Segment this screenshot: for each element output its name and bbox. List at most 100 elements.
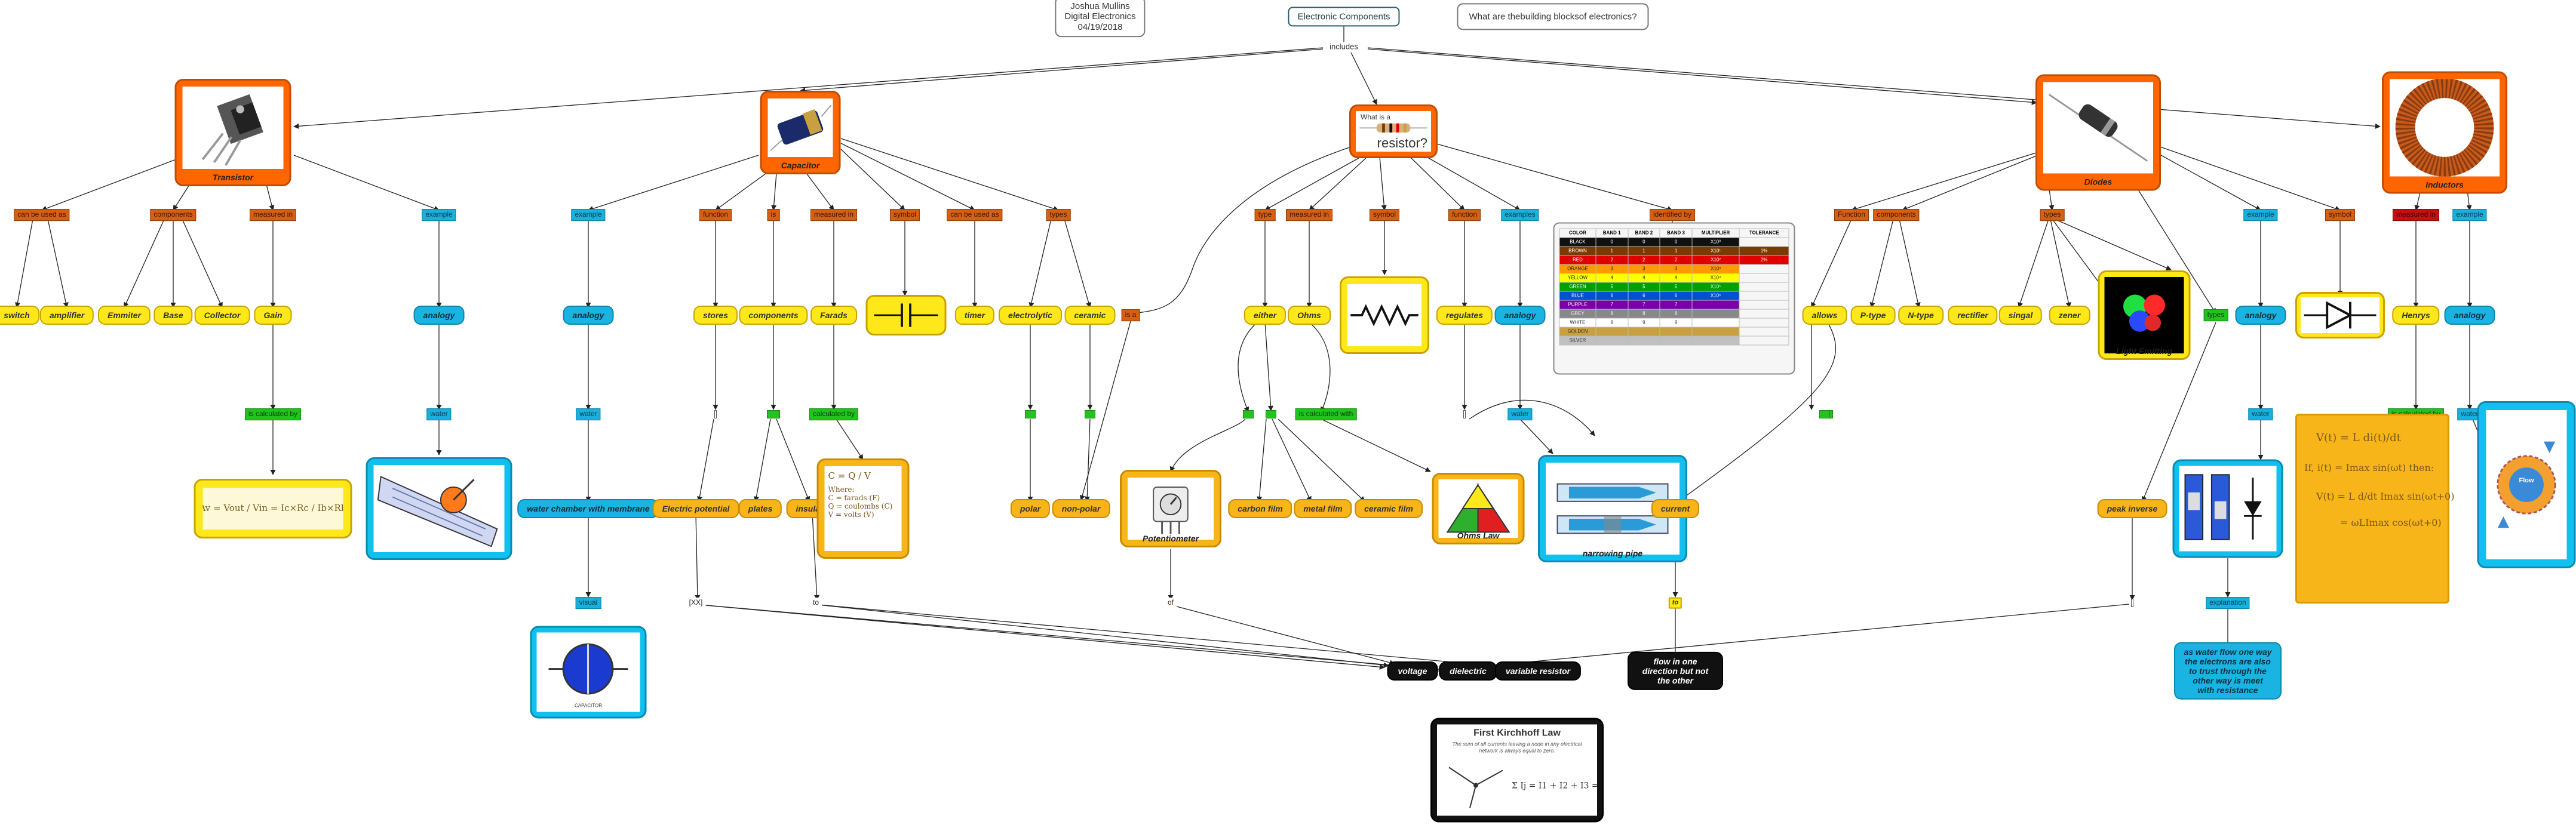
node-ceramic-film[interactable]: ceramic film (1355, 498, 1423, 519)
color-code-cell (1739, 291, 1789, 301)
node-collector[interactable]: Collector (194, 305, 250, 325)
link-cap-visual: visual (575, 597, 601, 609)
color-code-cell: X10² (1691, 255, 1740, 265)
link-is-calculated-with: is calculated with (1295, 408, 1357, 420)
ohms-law-card[interactable]: Ohms Law (1432, 473, 1525, 544)
node-rectifier[interactable]: rectifier (1948, 305, 1998, 325)
node-polar[interactable]: polar (1010, 498, 1051, 519)
link-inductor-water: water (2457, 408, 2482, 420)
node-allows[interactable]: allows (1802, 305, 1847, 325)
node-emmiter[interactable]: Emmiter (97, 305, 151, 325)
color-code-cell: 1 (1628, 246, 1660, 256)
node-zener[interactable]: zener (2049, 305, 2090, 325)
color-code-cell (1739, 273, 1789, 283)
node-farads[interactable]: Farads (810, 305, 857, 325)
node-transistor-analogy[interactable]: analogy (413, 305, 465, 325)
led-title: Light Emitting (2116, 346, 2173, 356)
color-code-cell: 9 (1628, 318, 1660, 328)
node-plates[interactable]: plates (738, 498, 782, 519)
node-cap-components[interactable]: components (739, 305, 808, 325)
node-ptype[interactable]: P-type (1850, 305, 1896, 325)
node-stores[interactable]: stores (693, 305, 738, 325)
node-ceramic[interactable]: ceramic (1064, 305, 1116, 325)
link-cap-function: function (699, 209, 732, 221)
node-gain[interactable]: Gain (254, 305, 292, 325)
node-peak-inverse[interactable]: peak inverse (2097, 498, 2167, 519)
node-inductor-analogy[interactable]: analogy (2444, 305, 2495, 325)
node-electrolytic[interactable]: electrolytic (999, 305, 1062, 325)
node-either[interactable]: either (1244, 305, 1287, 325)
node-variable-resistor[interactable]: variable resistor (1494, 661, 1582, 681)
node-henrys[interactable]: Henrys (2392, 305, 2440, 325)
node-non-polar[interactable]: non-polar (1052, 498, 1110, 519)
potentiometer-title: Potentiometer (1142, 533, 1199, 543)
link-either-a (1243, 410, 1254, 418)
led-icon (2123, 294, 2165, 332)
color-code-cell: 5 (1628, 282, 1660, 292)
node-voltage[interactable]: voltage (1387, 661, 1438, 681)
link-resistor-water: water (1507, 408, 1533, 420)
color-code-header-cell: COLOR (1559, 228, 1596, 238)
node-switch[interactable]: switch (0, 305, 39, 325)
node-resistor-analogy[interactable]: analogy (1494, 305, 1546, 325)
color-code-cell: 0 (1628, 237, 1660, 247)
node-diode-explanation[interactable]: as water flow one way the electrons are … (2174, 642, 2282, 700)
resistor-card[interactable]: What is a resistor? (1349, 104, 1438, 158)
link-resistor-function: function (1448, 209, 1481, 221)
link-diode-light: types (2203, 309, 2228, 321)
root-node[interactable]: Electronic Components (1288, 7, 1400, 27)
node-singal[interactable]: singal (1998, 305, 2043, 325)
node-dielectric[interactable]: dielectric (1439, 661, 1497, 681)
inductors-card[interactable]: Inductors (2382, 71, 2507, 194)
node-carbon-film[interactable]: carbon film (1228, 498, 1292, 519)
color-code-cell: X10⁴ (1691, 273, 1740, 283)
node-metal-film[interactable]: metal film (1294, 498, 1352, 519)
link-resistor-examples: examples (1501, 209, 1539, 221)
node-current[interactable]: current (1651, 498, 1700, 519)
node-amplifier[interactable]: amplifier (39, 305, 94, 325)
link-can-be-used-as: can be used as (14, 209, 70, 221)
node-timer[interactable]: timer (954, 305, 995, 325)
capacitor-diagram-icon (548, 643, 628, 695)
color-code-cell (1739, 282, 1789, 292)
node-ntype[interactable]: N-type (1898, 305, 1943, 325)
color-code-cell: 6 (1595, 291, 1629, 301)
inductor-formula-line3: V(t) = L d/dt Imax sin(ωt+0) (2316, 491, 2455, 503)
link-resistor-symbol: symbol (1369, 209, 1400, 221)
inductor-formula-line4: = ωLImax cos(ωt+0) (2340, 517, 2442, 529)
inductor-wheel-image: Flow (2486, 410, 2567, 559)
node-base[interactable]: Base (153, 305, 193, 325)
author-box: Joshua Mullins Digital Electronics 04/19… (1055, 0, 1146, 37)
node-electric-potential[interactable]: Electric potential (652, 498, 739, 519)
potentiometer-card[interactable]: Potentiometer (1120, 470, 1221, 547)
color-code-cell (1739, 318, 1789, 328)
link-diode-function: Function (1834, 209, 1869, 221)
node-diode-analogy[interactable]: analogy (2235, 305, 2286, 325)
color-code-cell (1691, 309, 1740, 319)
capacitor-card[interactable]: Capacitor (760, 91, 841, 174)
node-cap-analogy[interactable]: analogy (563, 305, 614, 325)
kirchhoff-card: First Kirchhoff Law The sum of all curre… (1430, 718, 1604, 823)
node-ohms[interactable]: Ohms (1288, 305, 1331, 325)
color-code-cell (1691, 300, 1740, 310)
author-date: 04/19/2018 (1077, 21, 1123, 32)
color-code-cell (1659, 327, 1693, 337)
link-cap-has (767, 410, 780, 418)
transistor-card[interactable]: Transistor (174, 79, 291, 186)
diodes-card[interactable]: Diodes (2035, 74, 2161, 191)
color-code-cell: 4 (1628, 273, 1660, 283)
node-water-chamber[interactable]: water chamber with membrane (517, 498, 659, 519)
farad-formula-line1: C = Q / V (828, 470, 871, 481)
link-resistor-is-a: is a (1121, 309, 1140, 321)
color-code-header-cell: BAND 3 (1659, 228, 1693, 238)
farad-formula-line2: C = farads (F) (828, 494, 880, 503)
node-flow-one-direction[interactable]: flow in one direction but not the other (1628, 651, 1723, 691)
link-cap-calculated-by: calculated by (809, 408, 859, 420)
led-card[interactable]: Light Emitting (2098, 270, 2191, 360)
resistor-symbol (1347, 284, 1421, 346)
node-regulates[interactable]: regulates (1436, 305, 1493, 325)
